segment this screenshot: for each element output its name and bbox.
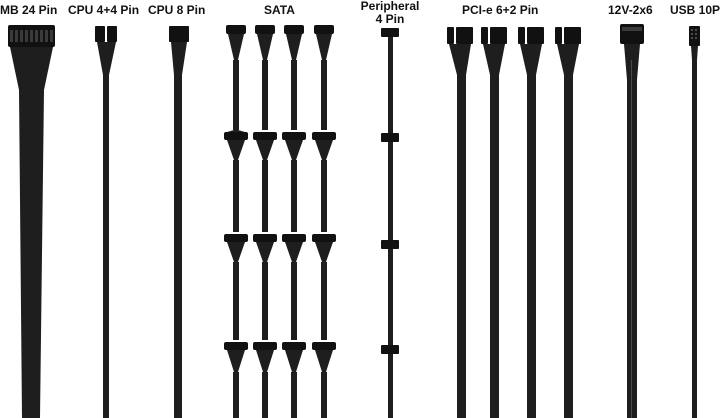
sata-cable-4 xyxy=(312,25,336,418)
peripheral-4-pin-cable xyxy=(381,28,399,418)
usb-10p-cable xyxy=(689,26,700,418)
label-mb-24-pin: MB 24 Pin xyxy=(0,3,58,17)
pcie-cable-4 xyxy=(555,27,581,418)
label-12v-2x6: 12V-2x6 xyxy=(608,3,653,17)
cpu-8-connector xyxy=(169,26,189,42)
sata-cable-1 xyxy=(224,25,248,418)
cpu-4-4-sleeve xyxy=(97,42,116,418)
cpu-4-4-connector-a xyxy=(95,26,105,42)
label-cpu-4-4-pin: CPU 4+4 Pin xyxy=(68,3,140,17)
12v-2x6-cable xyxy=(620,24,644,418)
mb-24-pin-cable xyxy=(8,25,55,418)
cpu-8-pin-cable xyxy=(169,26,189,418)
label-sata: SATA xyxy=(264,3,295,17)
sata-cable-2 xyxy=(253,25,277,418)
label-usb-10p: USB 10P xyxy=(670,3,720,17)
label-peripheral-line1: Peripheral xyxy=(360,0,420,13)
pcie-cable-1 xyxy=(447,27,473,418)
sata-cable-3 xyxy=(282,25,306,418)
label-pcie-6-2-pin: PCI-e 6+2 Pin xyxy=(462,3,539,17)
pcie-cable-2 xyxy=(481,27,507,418)
cpu-4-4-connector-b xyxy=(107,26,117,42)
label-peripheral-line2: 4 Pin xyxy=(375,12,405,26)
pcie-cables xyxy=(447,27,581,418)
pcie-cable-3 xyxy=(518,27,544,418)
cpu-8-sleeve xyxy=(171,42,187,418)
cpu-4-4-pin-cable xyxy=(95,26,117,418)
label-cpu-8-pin: CPU 8 Pin xyxy=(148,3,206,17)
label-peripheral-4-pin: Peripheral 4 Pin xyxy=(350,0,430,26)
sata-cables xyxy=(224,25,336,418)
mb-24-pin-sleeve xyxy=(10,47,53,418)
